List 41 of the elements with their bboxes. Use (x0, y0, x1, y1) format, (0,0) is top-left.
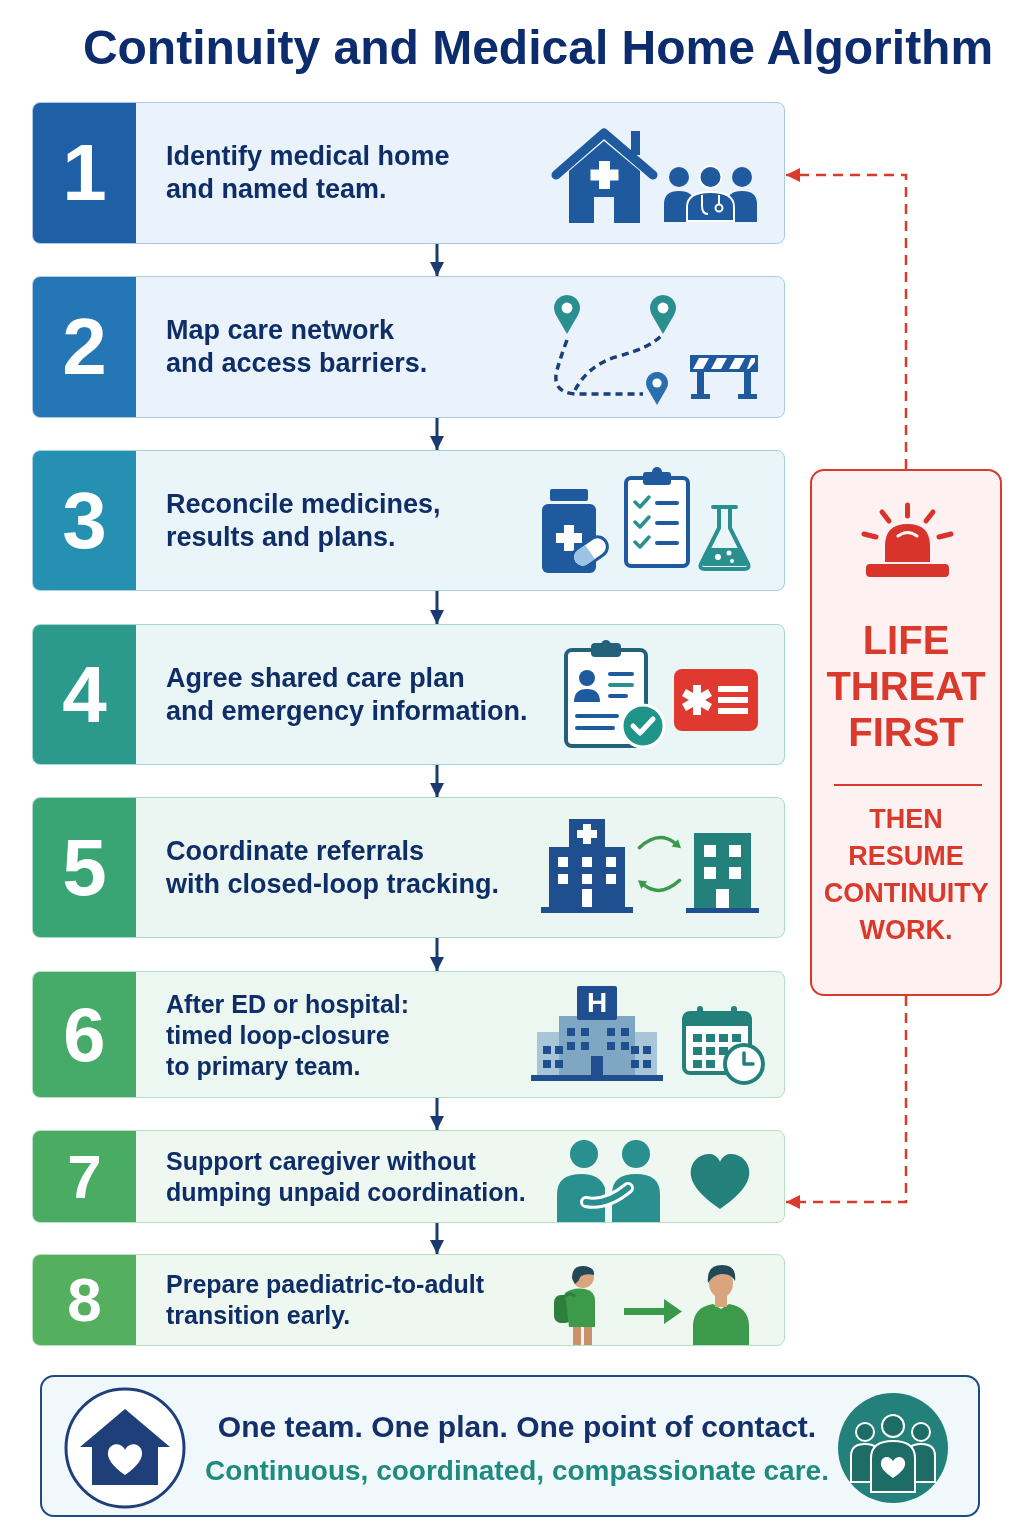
hospital-sign-letter: H (586, 989, 608, 1017)
step-text: Reconcile medicines, results and plans. (166, 487, 441, 554)
step-card (32, 797, 785, 938)
step-number: 5 (62, 827, 107, 908)
step-card (32, 276, 785, 418)
arrow (430, 591, 444, 624)
step-number: 6 (63, 996, 106, 1073)
step-card (32, 102, 785, 244)
step-number: 1 (62, 133, 107, 213)
step-text: Support caregiver without dumping unpaid coordination. (166, 1145, 526, 1208)
step-text: After ED or hospital: timed loop-closure to primary team. (166, 988, 410, 1081)
dashed-arrow (786, 168, 908, 469)
alert-note: THEN RESUME CONTINUITY WORK. (823, 803, 989, 947)
arrow (430, 938, 444, 971)
alert-heading: LIFE THREAT FIRST (826, 617, 986, 755)
step-text: Prepare paediatric-to-adult transition early. (166, 1269, 485, 1331)
summary-banner (40, 1375, 980, 1517)
step-text: Agree shared care plan and emergency information. (166, 661, 528, 728)
arrow (430, 244, 444, 276)
title: Continuity and Medical Home Algorithm (82, 20, 994, 76)
arrow (430, 765, 444, 797)
arrow (430, 1098, 444, 1130)
arrow (430, 1223, 444, 1254)
step-card (32, 624, 785, 765)
step-text: Identify medical home and named team. (166, 139, 450, 206)
arrow (430, 418, 444, 450)
dashed-arrow (786, 996, 908, 1209)
step-number: 8 (67, 1269, 102, 1331)
step-text: Coordinate referrals with closed-loop tracking. (166, 834, 500, 901)
step-number: 4 (62, 654, 107, 735)
step-number: 7 (67, 1145, 102, 1208)
step-card (32, 971, 785, 1098)
step-card (32, 450, 785, 591)
alert-panel (810, 469, 1002, 996)
step-number: 3 (62, 480, 107, 561)
step-card (32, 1254, 785, 1346)
step-number: 2 (62, 307, 107, 387)
step-card (32, 1130, 785, 1223)
step-text: Map care network and access barriers. (166, 313, 428, 380)
slogan-text: One team. One plan. One point of contact. (217, 1409, 817, 1443)
tagline-text: Continuous, coordinated, compassionate care. (205, 1455, 829, 1487)
